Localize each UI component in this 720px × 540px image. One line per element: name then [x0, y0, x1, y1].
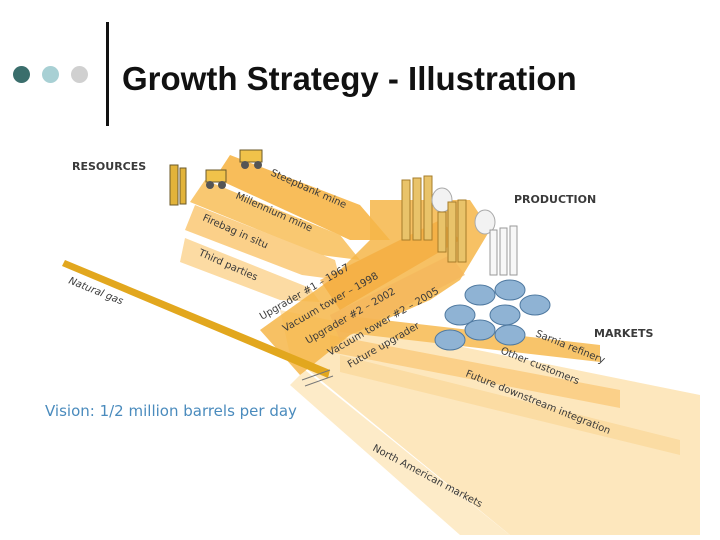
customers-band — [330, 335, 620, 408]
mining-equipment-icons — [169, 149, 263, 206]
upgrader-stripes — [320, 220, 460, 310]
bullet-dot-2 — [42, 66, 59, 83]
heading-markets: MARKETS — [594, 327, 653, 340]
sarnia-band — [340, 315, 600, 362]
vision-statement: Vision: 1/2 million barrels per day — [45, 402, 297, 420]
page-title: Growth Strategy - Illustration — [122, 60, 577, 97]
natural-gas-label: Natural gas — [67, 276, 125, 308]
heading-production: PRODUCTION — [514, 193, 596, 206]
resource-band-3 — [185, 205, 340, 280]
upgrader-stripes-2 — [330, 255, 465, 340]
natural-gas-line — [62, 260, 330, 378]
production-towers — [401, 175, 518, 276]
resource-band-4 — [180, 238, 320, 302]
title-rule — [106, 22, 109, 126]
growth-strategy-diagram: RESOURCES PRODUCTION MARKETS Steepbank m… — [45, 149, 700, 535]
bullet-dot-3 — [71, 66, 88, 83]
market-tanks — [434, 279, 551, 351]
bullet-dot-1 — [13, 66, 30, 83]
heading-resources: RESOURCES — [72, 160, 146, 173]
na-markets-band — [290, 370, 510, 535]
resource-band-1 — [215, 155, 390, 240]
downstream-band — [340, 355, 680, 455]
resource-band-2 — [190, 180, 360, 260]
